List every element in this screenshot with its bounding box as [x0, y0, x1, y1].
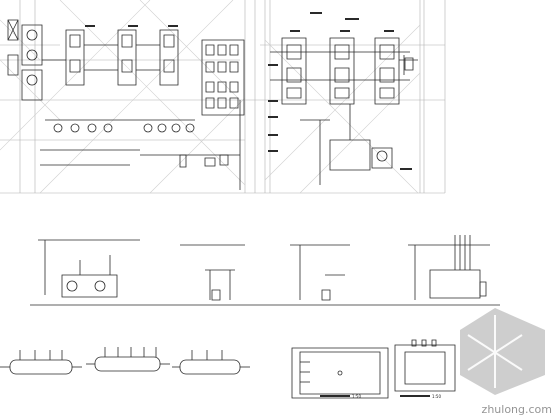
section-views	[30, 235, 500, 305]
manifold-views	[0, 347, 250, 374]
watermark-logo-lines	[468, 315, 522, 388]
boiler-units-left	[8, 20, 178, 100]
chiller-units-right	[270, 38, 418, 185]
pump-group-middle	[202, 40, 244, 115]
diagonal-hatch	[0, 0, 420, 193]
scale-label-2: 1:50	[432, 394, 441, 399]
upper-plan	[0, 0, 445, 193]
scale-label-1: 1:50	[352, 394, 361, 399]
watermark-logo	[460, 308, 545, 395]
annotation-labels	[85, 12, 412, 170]
pump-row	[40, 100, 240, 190]
scale-labels: 1:50 1:50	[320, 394, 441, 399]
tank-plans	[292, 340, 455, 398]
